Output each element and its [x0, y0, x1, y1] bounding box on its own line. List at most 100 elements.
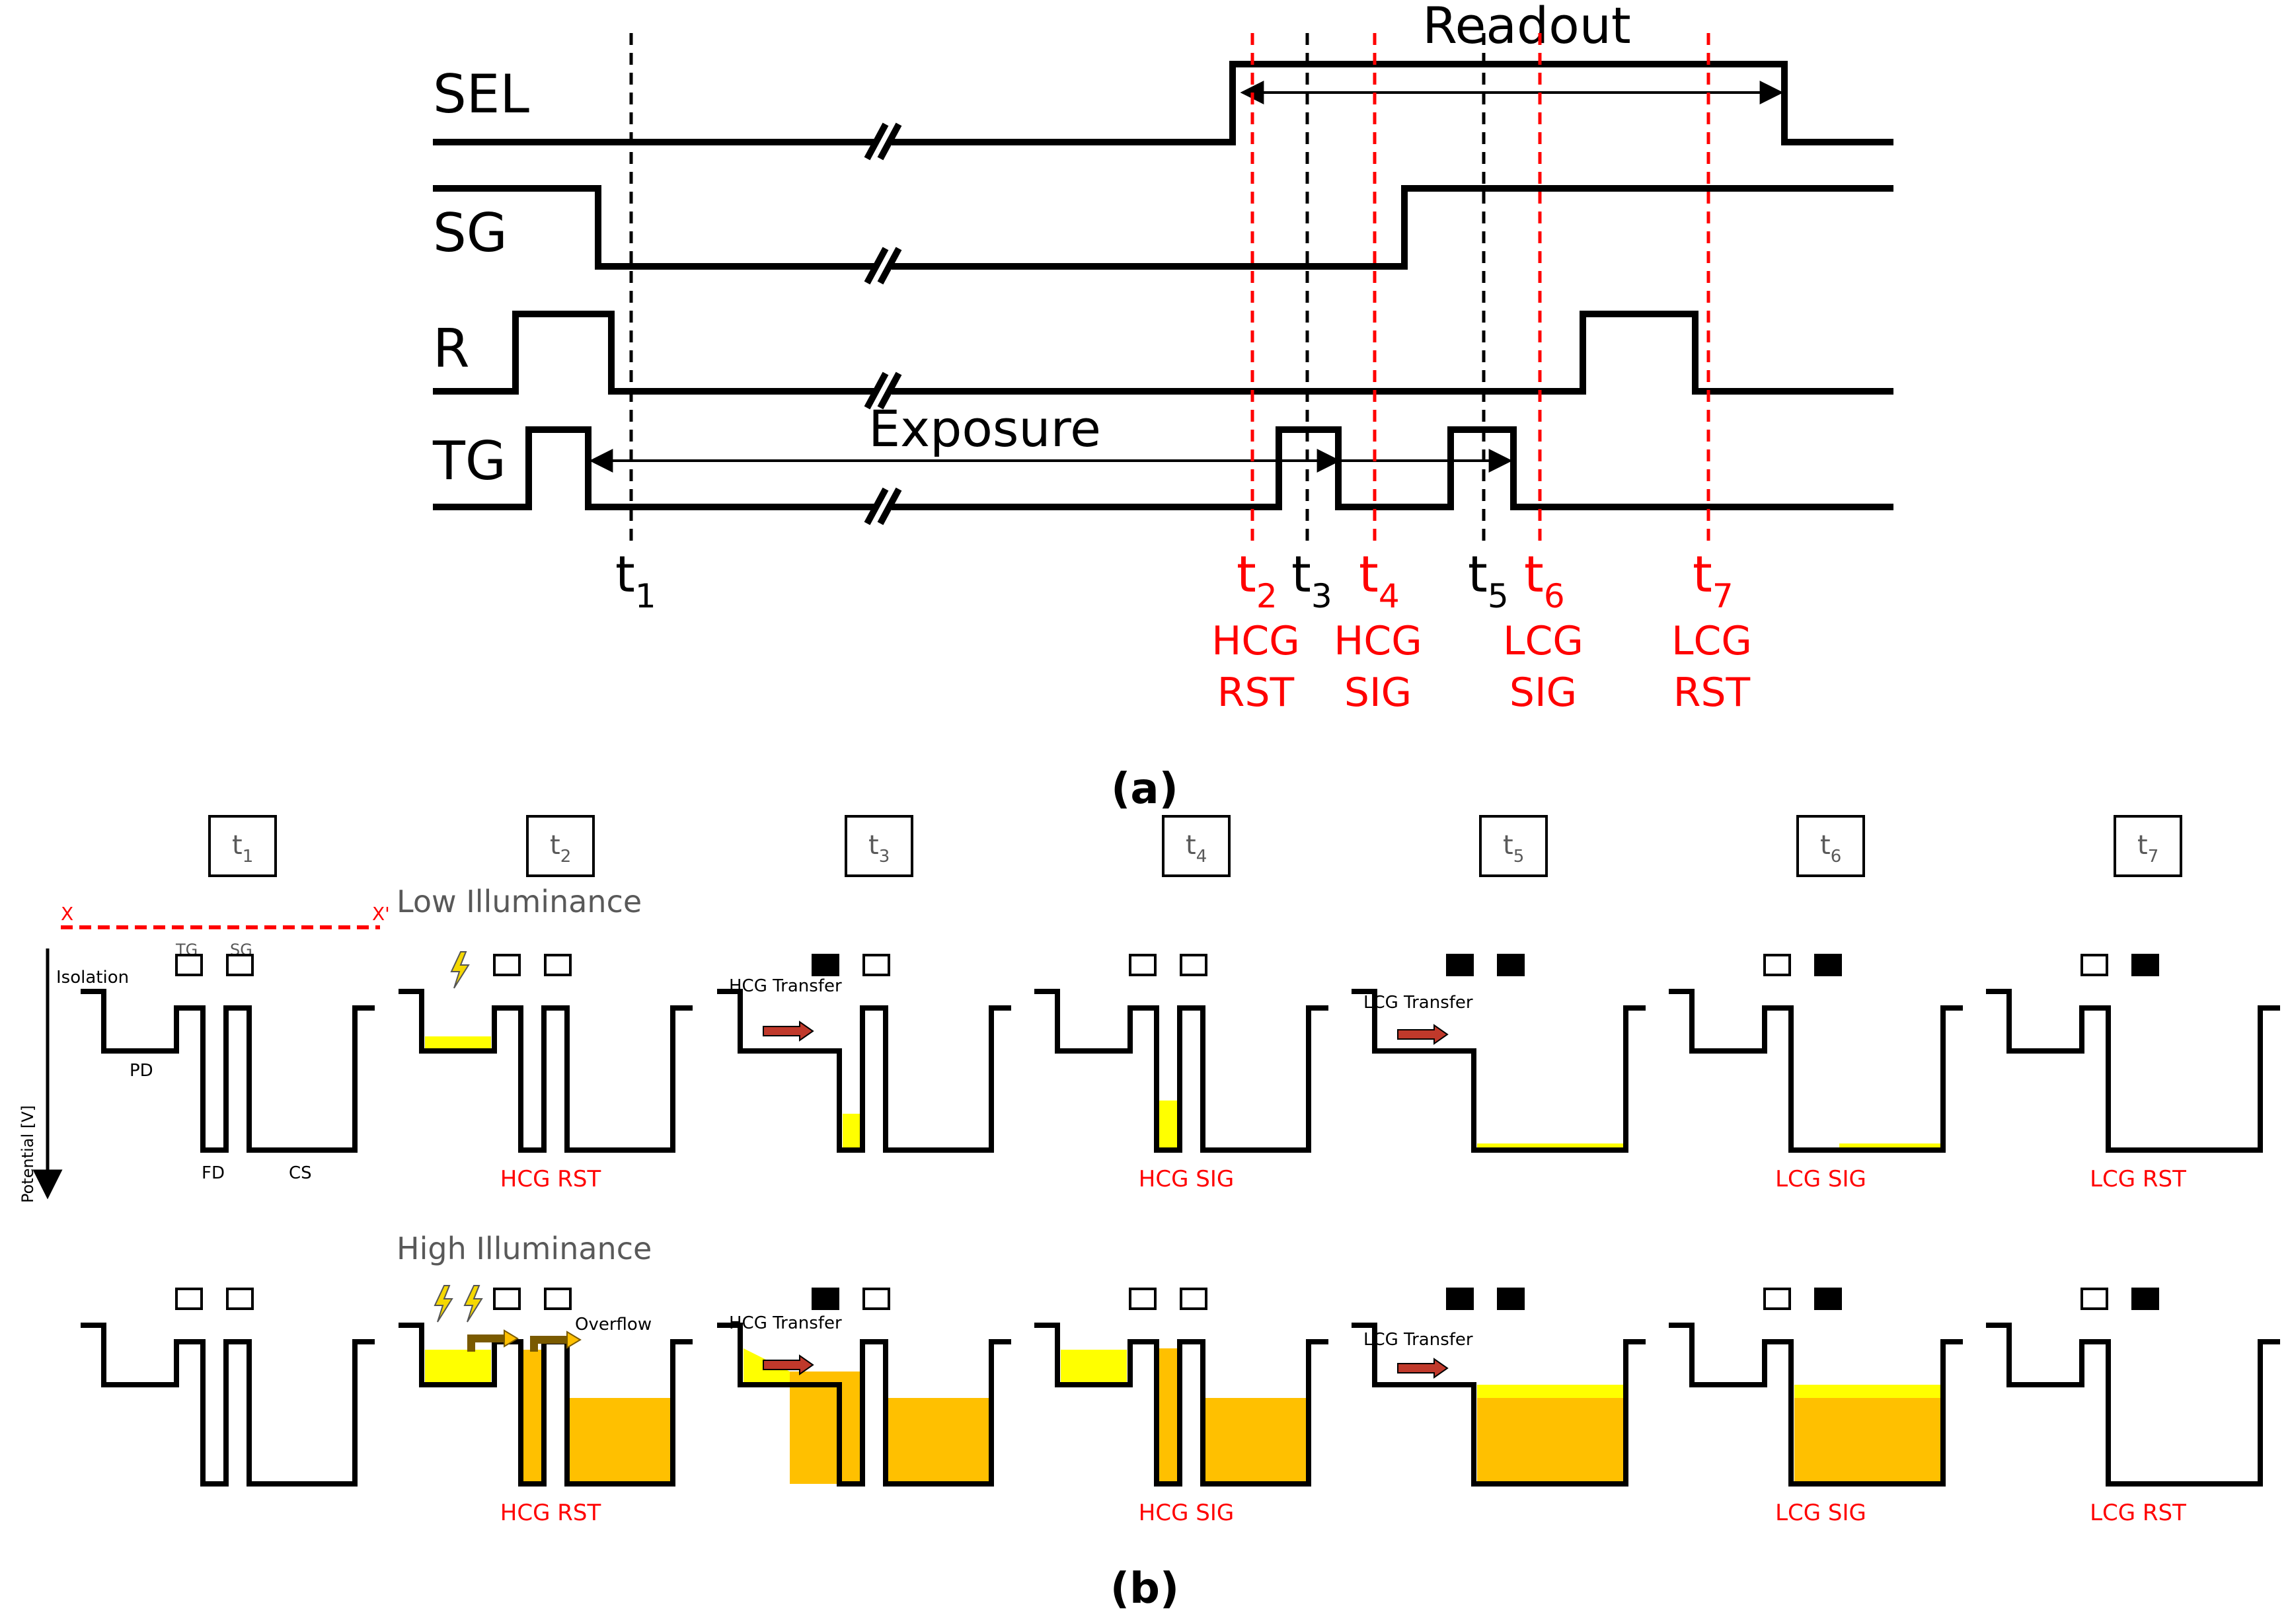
section-x-label: X: [61, 903, 73, 925]
charge-cs: [1839, 1143, 1942, 1150]
panel-high-t2: HCG RST: [399, 1285, 693, 1526]
label-cs: CS: [289, 1163, 312, 1183]
sg-gate-indicator: [1180, 1288, 1207, 1310]
low-illuminance-title: Low Illuminance: [397, 884, 642, 919]
charge-fd-cs: [1477, 1143, 1624, 1150]
sg-gate-indicator: [544, 954, 572, 976]
potential-well-outline: [1669, 989, 1963, 1153]
panel-readout-label: HCG RST: [500, 1166, 601, 1192]
potential-well-outline: [1986, 989, 2280, 1153]
charge-cs: [569, 1398, 671, 1484]
panel-readout-label: HCG SIG: [1139, 1166, 1234, 1192]
marker-label-t3: t3: [1291, 545, 1332, 615]
sg-gate-indicator: [1497, 954, 1525, 976]
panel-low-t1: [81, 954, 375, 1153]
time-box-t4: [1162, 815, 1231, 877]
overflow-arrow-icon: [530, 1336, 567, 1352]
sg-gate-indicator: [1814, 954, 1842, 976]
signal-label-sel: SEL: [433, 63, 529, 125]
potential-well-outline: [1034, 1323, 1328, 1487]
panel-low-t7: LCG RST: [1986, 954, 2280, 1192]
caption-a: (a): [1111, 765, 1178, 814]
high-illuminance-title: High Illuminance: [397, 1231, 652, 1266]
panel-low-t2: HCG RST: [399, 951, 693, 1192]
potential-well-outline: [81, 989, 375, 1153]
caption-b: (b): [1110, 1565, 1179, 1613]
waveform-sel: [433, 61, 1893, 145]
charge-fd: [843, 1114, 861, 1150]
transfer-arrow-icon: [1397, 1024, 1449, 1045]
panel-readout-label: LCG SIG: [1775, 1166, 1866, 1192]
charge-fd: [1159, 1101, 1178, 1150]
readout-label: Readout: [1422, 0, 1630, 55]
panel-low-t6: LCG SIG: [1669, 954, 1963, 1192]
label-pd: PD: [130, 1061, 153, 1081]
panel-high-t7: LCG RST: [1986, 1288, 2280, 1526]
charge-fd: [1159, 1348, 1178, 1484]
signal-label-sg: SG: [433, 202, 508, 264]
overflow-label: Overflow: [575, 1315, 652, 1334]
transfer-note: HCG Transfer: [729, 976, 842, 996]
signal-label-r: R: [433, 318, 470, 379]
marker-desc2-t4: SIG: [1344, 670, 1412, 716]
charge-top: [1794, 1385, 1941, 1398]
charge-pd: [425, 1350, 491, 1385]
tg-gate-indicator: [175, 954, 203, 976]
potential-well-outline: [81, 1323, 375, 1487]
waveform-r: [433, 311, 1893, 395]
sg-gate-indicator: [544, 1288, 572, 1310]
label-fd: FD: [202, 1163, 225, 1183]
sg-gate-indicator: [862, 1288, 890, 1310]
tg-gate-indicator: [1129, 954, 1157, 976]
marker-label-t7: t7: [1693, 545, 1734, 615]
potential-well-outline: [1669, 1323, 1963, 1487]
transfer-arrow-icon: [763, 1021, 814, 1042]
waveform-tg: [433, 426, 1893, 510]
light-bolt-icon: [434, 1285, 453, 1323]
marker-desc1-t4: HCG: [1334, 618, 1422, 664]
tg-gate-indicator: [812, 954, 839, 976]
marker-desc1-t6: LCG: [1503, 618, 1584, 664]
panel-low-t3: HCG Transfer: [717, 954, 1011, 1153]
sg-gate-indicator: [1814, 1288, 1842, 1310]
panel-high-t1: [81, 1288, 375, 1487]
sg-gate-indicator: [226, 954, 254, 976]
transfer-arrow-icon: [763, 1354, 814, 1375]
marker-label-t1: t1: [615, 545, 656, 615]
transfer-note: LCG Transfer: [1363, 993, 1473, 1013]
sg-gate-indicator: [2131, 954, 2159, 976]
tg-gate-indicator: [1129, 1288, 1157, 1310]
tg-gate-indicator: [812, 1288, 839, 1310]
charge-cs: [888, 1398, 990, 1484]
charge-fd: [523, 1350, 543, 1484]
exposure-label: Exposure: [868, 399, 1101, 458]
overflow-arrow-icon: [467, 1334, 504, 1352]
marker-label-t5: t5: [1468, 545, 1509, 615]
potential-well-outline: [1352, 1323, 1646, 1487]
label-isolation: Isolation: [56, 968, 129, 987]
potential-well-outline: [1986, 1323, 2280, 1487]
sg-gate-indicator: [2131, 1288, 2159, 1310]
marker-desc1-t7: LCG: [1671, 618, 1752, 664]
potential-well-outline: [399, 1323, 693, 1487]
sg-gate-indicator: [1180, 954, 1207, 976]
timing-diagram: SEL SG R TG Readout Expos: [432, 0, 1893, 814]
tg-gate-indicator: [2080, 954, 2108, 976]
charge-pd: [1061, 1350, 1127, 1385]
light-bolt-icon: [450, 951, 470, 989]
potential-well-outline: [399, 989, 693, 1153]
charge-fd-cs: [1794, 1398, 1941, 1484]
time-box-t7: [2114, 815, 2182, 877]
potential-well-outline: [1034, 989, 1328, 1153]
transfer-arrow-icon: [1397, 1358, 1449, 1379]
charge-fd: [790, 1372, 861, 1484]
marker-desc2-t7: RST: [1673, 670, 1751, 716]
sg-gate-indicator: [226, 1288, 254, 1310]
potential-well-outline: [1352, 989, 1646, 1153]
panel-high-t4: HCG SIG: [1034, 1288, 1328, 1526]
charge-pd: [425, 1036, 491, 1051]
tg-gate-indicator: [1763, 1288, 1791, 1310]
